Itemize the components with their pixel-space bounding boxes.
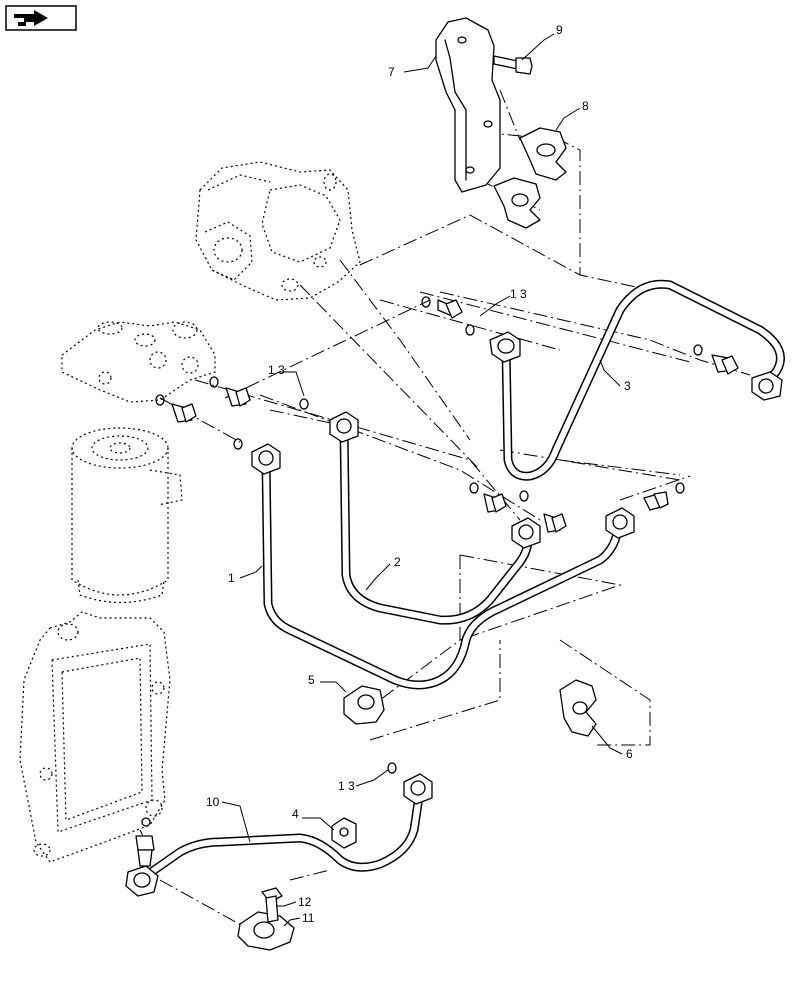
callout-13-left: 1 3 xyxy=(268,363,285,377)
leader-lines xyxy=(221,33,623,927)
fittings-left[interactable] xyxy=(155,376,309,450)
fuel-tube-2[interactable] xyxy=(329,411,541,625)
callout-2: 2 xyxy=(394,555,401,569)
tube-clamp-upper[interactable] xyxy=(519,127,567,181)
bolt[interactable] xyxy=(493,55,533,75)
fuel-filter-cartridge xyxy=(71,427,183,604)
fuel-tube-10[interactable] xyxy=(125,773,433,897)
callout-12: 12 xyxy=(298,895,312,909)
next-page-button[interactable] xyxy=(5,5,77,31)
tube-clamp-lower[interactable] xyxy=(493,177,541,229)
callouts: 7 9 8 1 3 3 1 3 1 2 5 6 1 3 10 4 12 11 xyxy=(206,23,633,925)
return-fitting[interactable] xyxy=(135,817,155,867)
fuel-injection-pump xyxy=(195,161,361,301)
callout-13-upper: 1 3 xyxy=(510,287,527,301)
tube-clamp-6[interactable] xyxy=(559,679,597,737)
next-page-arrow-icon xyxy=(14,10,48,26)
fittings-upper[interactable] xyxy=(421,296,739,375)
clip-4[interactable] xyxy=(331,817,357,849)
callout-8: 8 xyxy=(582,99,589,113)
fittings-middle[interactable] xyxy=(469,482,685,533)
callout-7: 7 xyxy=(388,65,395,79)
callout-4: 4 xyxy=(292,807,299,821)
callout-9: 9 xyxy=(556,23,563,37)
o-ring-lower[interactable] xyxy=(387,762,397,774)
clamp-11[interactable] xyxy=(237,911,295,951)
fuel-filter-head xyxy=(61,321,216,403)
callout-10: 10 xyxy=(206,795,220,809)
callout-11: 11 xyxy=(302,911,315,925)
callout-6: 6 xyxy=(626,747,633,761)
callout-13-lower: 1 3 xyxy=(338,779,355,793)
callout-1: 1 xyxy=(228,571,235,585)
bolt-12[interactable] xyxy=(261,887,283,923)
mounting-bracket[interactable] xyxy=(435,17,501,193)
tube-clamp-5[interactable] xyxy=(343,685,385,725)
engine-cover-plate xyxy=(19,611,171,863)
callout-3: 3 xyxy=(624,379,631,393)
callout-5: 5 xyxy=(308,673,315,687)
fuel-tube-1[interactable] xyxy=(251,443,635,690)
fuel-tube-3[interactable] xyxy=(489,279,785,481)
